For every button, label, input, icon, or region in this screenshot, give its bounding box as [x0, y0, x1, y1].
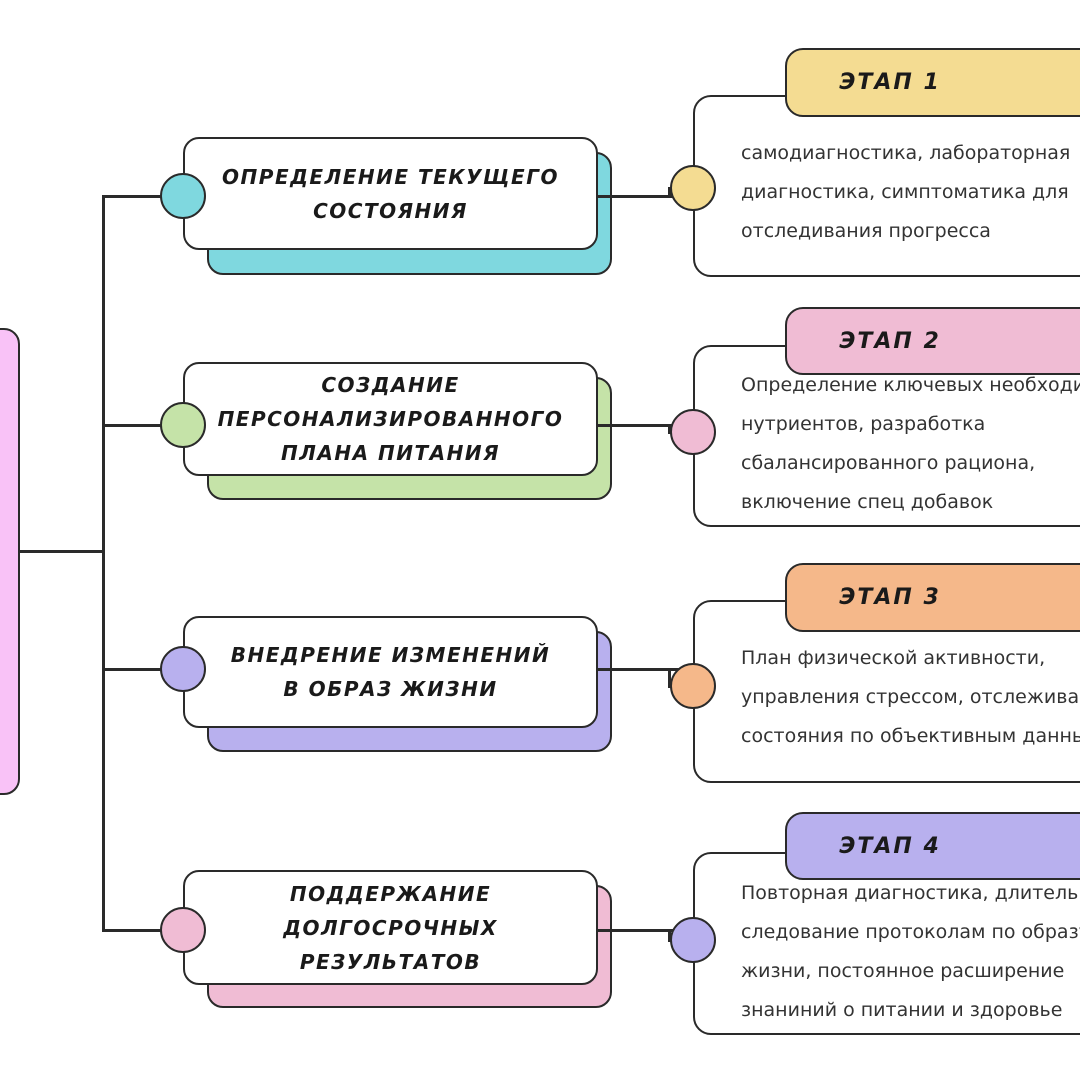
- step-title-line: в образ жизни: [283, 677, 498, 701]
- left-node-dot: [160, 402, 206, 448]
- stage-description: Определение ключевых необходимых нутриент…: [741, 366, 1080, 522]
- root-connector: [20, 550, 104, 553]
- description-line: План физической активности,: [741, 647, 1046, 669]
- stage-label: ЭТАП 1: [839, 70, 941, 95]
- step-title: Определение текущего состояния: [222, 160, 559, 228]
- step-title: Создание персонализированного плана питани…: [218, 368, 564, 470]
- description-line: отследивания прогресса: [741, 219, 991, 242]
- description-line: Определение ключевых необходимых: [741, 374, 1080, 396]
- card-connector-vertical: [668, 424, 671, 433]
- right-node-dot: [670, 663, 716, 709]
- card-connector-vertical: [668, 668, 671, 687]
- card-connector: [598, 424, 693, 427]
- left-node-dot: [160, 173, 206, 219]
- description-line: сбалансированного рациона,: [741, 452, 1036, 474]
- left-node-dot: [160, 646, 206, 692]
- step-title: Поддержание долгосрочных результатов: [283, 877, 498, 979]
- stage-description: План физической активности, управления ст…: [741, 639, 1080, 756]
- step-title: Внедрение изменений в образ жизни: [231, 638, 551, 706]
- description-line: жизни, постоянное расширение: [741, 959, 1065, 982]
- card-connector-vertical: [668, 929, 671, 941]
- description-line: включение спец добавок: [741, 491, 994, 513]
- stage-description-box: Определение ключевых необходимых нутриент…: [693, 345, 1080, 527]
- right-node-dot: [670, 917, 716, 963]
- stage-label: ЭТАП 4: [839, 833, 941, 859]
- branch-line: [103, 424, 183, 427]
- right-node-dot: [670, 165, 716, 211]
- stage-description: самодиагностика, лабораторная диагностика…: [741, 134, 1070, 251]
- trunk-line: [102, 195, 105, 932]
- branch-line: [103, 668, 183, 671]
- branch-line: [103, 929, 183, 932]
- step-title-line: результатов: [299, 949, 482, 974]
- step-title-line: Определение текущего: [222, 164, 559, 189]
- stage-description-box: самодиагностика, лабораторная диагностика…: [693, 95, 1080, 277]
- description-line: диагностика, симптоматика для: [741, 180, 1069, 203]
- step-title-line: Поддержание: [289, 881, 492, 906]
- stage-label-tag: ЭТАП 2: [785, 307, 1080, 375]
- stage-label: ЭТАП 2: [839, 328, 941, 354]
- stage-label-tag: ЭТАП 4: [785, 812, 1080, 880]
- description-line: самодиагностика, лабораторная: [741, 141, 1071, 164]
- description-line: управления стрессом, отслеживание: [741, 686, 1080, 708]
- step-title-card: Определение текущего состояния: [183, 137, 598, 250]
- stage-label-tag: ЭТАП 1: [785, 48, 1080, 117]
- stage-label: ЭТАП 3: [839, 585, 941, 610]
- card-connector: [598, 929, 693, 932]
- card-connector: [598, 195, 693, 198]
- card-connector: [598, 668, 693, 671]
- step-title-card: Внедрение изменений в образ жизни: [183, 616, 598, 728]
- stage-description-box: Повторная диагностика, длительное следова…: [693, 852, 1080, 1035]
- description-line: нутриентов, разработка: [741, 413, 986, 435]
- left-node-dot: [160, 907, 206, 953]
- description-line: состояния по объективным данным: [741, 725, 1080, 747]
- stage-label-tag: ЭТАП 3: [785, 563, 1080, 632]
- step-title-line: плана питания: [281, 441, 500, 465]
- stage-description: Повторная диагностика, длительное следова…: [741, 874, 1080, 1030]
- right-node-dot: [670, 409, 716, 455]
- description-line: следование протоколам по образу: [741, 920, 1080, 943]
- step-title-line: персонализированного: [217, 407, 564, 431]
- step-title-line: Создание: [321, 373, 460, 397]
- step-title-card: Поддержание долгосрочных результатов: [183, 870, 598, 985]
- branch-line: [103, 195, 183, 198]
- root-node: [0, 328, 20, 795]
- step-title-line: состояния: [313, 198, 468, 223]
- step-title-card: Создание персонализированного плана питани…: [183, 362, 598, 476]
- description-line: Повторная диагностика, длительное: [741, 881, 1080, 904]
- step-title-line: долгосрочных: [283, 915, 498, 940]
- step-title-line: Внедрение изменений: [230, 643, 551, 667]
- card-connector-vertical: [668, 187, 671, 197]
- description-line: знаниний о питании и здоровье: [741, 998, 1063, 1021]
